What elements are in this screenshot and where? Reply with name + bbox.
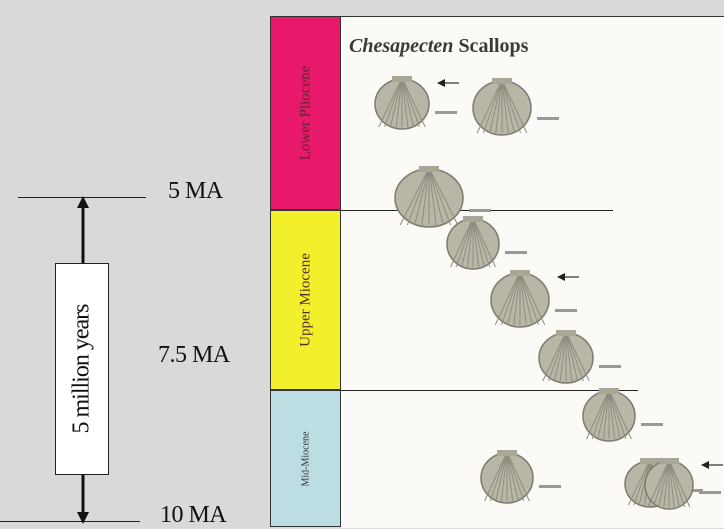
epoch-lower-pliocene: Lower Pliocene — [270, 16, 341, 210]
span-label-box: 5 million years — [55, 263, 109, 475]
scallop-10-image — [643, 457, 724, 513]
scallop-2-image — [471, 77, 573, 139]
span-label: 5 million years — [69, 305, 96, 434]
marker-label-7-5ma: 7.5 MA — [158, 342, 230, 369]
scallop-7-image — [581, 387, 677, 445]
arrow-icon — [701, 461, 709, 469]
arrow-icon — [557, 273, 565, 281]
epoch-mid-miocene: Mid-Miocene — [270, 390, 341, 527]
panel-title: Chesapecten Scallops — [349, 35, 528, 58]
scallop-4-image — [445, 215, 541, 273]
epoch-label: Upper Miocene — [297, 253, 314, 347]
arrow-icon — [437, 79, 445, 87]
marker-label-10ma: 10 MA — [160, 502, 226, 529]
epoch-label: Mid-Miocene — [300, 431, 311, 486]
scallop-6-image — [537, 329, 635, 387]
scallop-5-image — [489, 269, 591, 331]
epoch-upper-miocene: Upper Miocene — [270, 210, 341, 390]
marker-label-5ma: 5 MA — [168, 178, 223, 205]
fossil-panel: Chesapecten Scallops — [341, 16, 724, 528]
scallop-9-image — [479, 449, 575, 507]
scallop-1-image — [373, 75, 471, 133]
epoch-label: Lower Pliocene — [297, 66, 314, 161]
